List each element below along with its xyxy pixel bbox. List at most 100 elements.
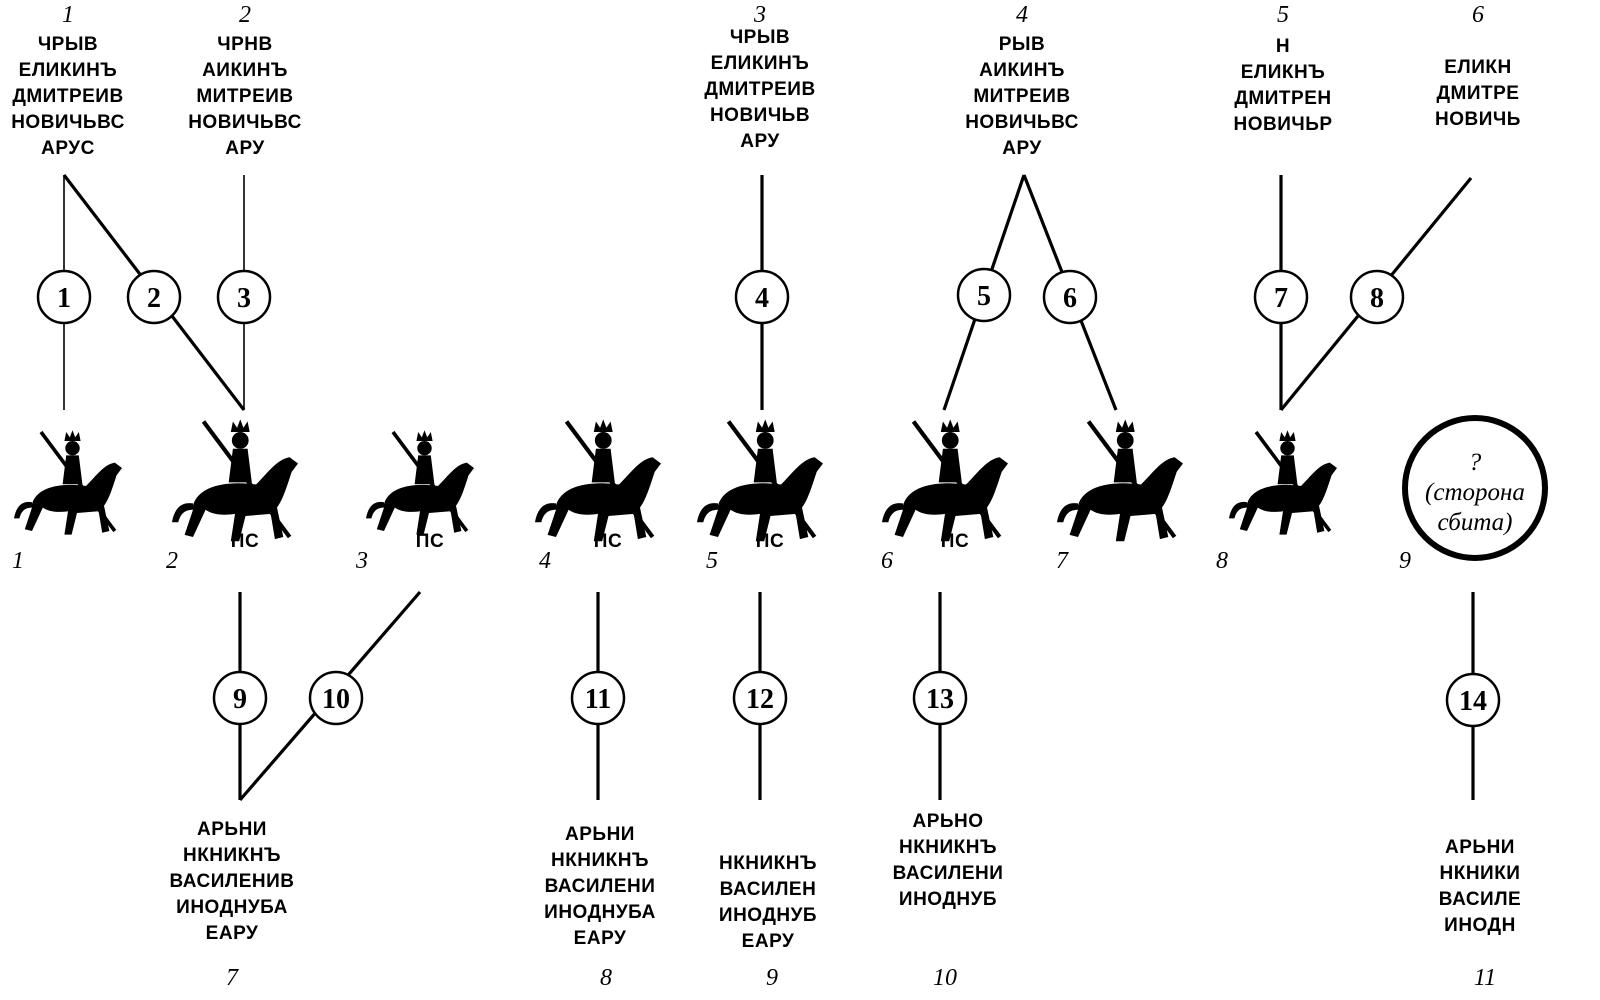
seal-legend-line: ВАСИЛЕ	[1439, 889, 1521, 910]
seal-legend-line: ВАСИЛЕН	[720, 879, 817, 900]
seal-legend-line: МИТРЕИВ	[973, 86, 1070, 107]
link-marker-circle	[570, 670, 626, 726]
horseman-image	[697, 419, 823, 541]
link-marker-number: 10	[322, 684, 350, 715]
horseman-image	[535, 419, 661, 541]
seal-legend-line: НОВИЧЬВС	[188, 112, 302, 133]
seal-legend-line: ЕЛИКНЪ	[1241, 62, 1326, 83]
link-marker-circle	[1445, 672, 1501, 728]
horseman-image	[364, 428, 476, 537]
seal-legend-line: АРЬНИ	[1445, 837, 1515, 858]
horseman-seal: 1	[12, 428, 124, 574]
link-marker-circle	[308, 670, 364, 726]
seal-legend-line: ИНОДНУБА	[176, 897, 288, 918]
missing-side-note: (сторона	[1425, 479, 1525, 506]
seal-legend-line: АРЬНИ	[197, 819, 267, 840]
link-marker: 6	[1042, 269, 1098, 325]
seal-legend-line: ИНОДНУБ	[899, 889, 997, 910]
seal-legend-line: ЕЛИКИНЪ	[19, 60, 118, 81]
link-marker-number: 3	[237, 283, 251, 314]
horseman-image	[882, 419, 1008, 541]
link-marker-circle	[216, 269, 272, 325]
obverse-seal-number: 1	[62, 2, 74, 28]
horseman-seal-number: 5	[706, 548, 718, 574]
seal-legend-line: ИНОДНУБ	[719, 905, 817, 926]
link-marker-circle	[1042, 269, 1098, 325]
reverse-seal-number: 11	[1474, 965, 1496, 991]
seal-legend-line: ВАСИЛЕНИ	[893, 863, 1004, 884]
seal-inscription: ПС	[756, 531, 784, 552]
seal-legend-line: ДМИТРЕН	[1234, 88, 1331, 109]
reverse-seal-number: 7	[226, 965, 239, 991]
horseman-seal-number: 3	[355, 548, 368, 574]
link-marker: 13	[912, 670, 968, 726]
link-marker-number: 12	[746, 684, 774, 715]
obverse-seal-number: 2	[239, 2, 251, 28]
seal-legend-line: АРУ	[1002, 138, 1041, 159]
seal-legend-line: ДМИТРЕИВ	[12, 86, 123, 107]
obverse-seal-number: 4	[1016, 2, 1028, 28]
horseman-seal: ПС 5	[697, 419, 823, 574]
seal-legend-line: Н	[1276, 36, 1290, 57]
horseman-image	[172, 419, 298, 541]
horseman-seal: 7	[1056, 419, 1183, 574]
seal-legend-line: ВАСИЛЕНИ	[545, 876, 656, 897]
seal-legend-line: ИНОДН	[1444, 915, 1516, 936]
link-marker: 8	[1349, 269, 1405, 325]
horseman-seal-number: 2	[166, 548, 178, 574]
seal-legend-line: ЕЛИКИНЪ	[711, 53, 810, 74]
link-marker-circle	[1253, 269, 1309, 325]
horseman-image	[1057, 419, 1183, 541]
horseman-image	[1227, 428, 1339, 537]
link-marker: 14	[1445, 672, 1501, 728]
link-marker-circle	[912, 670, 968, 726]
horseman-seal: ПС4	[535, 419, 661, 574]
link-marker: 7	[1253, 269, 1309, 325]
horseman-seal-number: 1	[12, 548, 24, 574]
link-marker-number: 1	[57, 283, 71, 314]
reverse-seal-number: 8	[600, 965, 612, 991]
link-marker-circle	[734, 269, 790, 325]
reverse-seals-row: АРЬНИ НКНИКНЪ ВАСИЛЕНИВ ИНОДНУБА ЕАРУ 7 АРЬНИ Н…	[169, 811, 1521, 991]
seal-inscription: ПС	[231, 531, 259, 552]
seal-legend-line: АРУ	[225, 138, 264, 159]
seal-legend-line: ЕАРУ	[574, 928, 627, 949]
link-marker-number: 11	[585, 684, 611, 715]
seal-inscription: ПС	[941, 531, 969, 552]
obverse-seal-number: 6	[1472, 2, 1484, 28]
seal-legend-line: НКНИКНЪ	[719, 853, 817, 874]
seal-legend-line: ИНОДНУБА	[544, 902, 656, 923]
horseman-seal-number: 6	[881, 548, 893, 574]
link-marker-circle	[732, 670, 788, 726]
seal-legend-line: ДМИТРЕИВ	[704, 79, 815, 100]
seal-legend-line: НОВИЧЬВС	[965, 112, 1079, 133]
horseman-seal-number: 4	[539, 548, 551, 574]
seal-legend-line: ЧРЫВ	[730, 27, 790, 48]
seal-legend-line: НКНИКНЪ	[183, 845, 281, 866]
link-marker-number: 6	[1063, 283, 1077, 314]
horseman-seal-number: 8	[1216, 548, 1228, 574]
seal-legend-line: ВАСИЛЕНИВ	[169, 871, 294, 892]
link-marker: 12	[732, 670, 788, 726]
seal-legend-line: НОВИЧЬВ	[710, 105, 810, 126]
seal-legend-line: ЕЛИКН	[1444, 57, 1511, 78]
seal-legend-line: ЧРНВ	[217, 34, 272, 55]
reverse-seal-number: 9	[766, 965, 778, 991]
seal-legend-line: АИКИНЪ	[202, 60, 288, 81]
seal-legend-line: НКНИКНЪ	[551, 850, 649, 871]
link-marker-number: 2	[147, 283, 161, 314]
seal-legend-line: НОВИЧЬ	[1435, 109, 1521, 130]
seal-legend-line: МИТРЕИВ	[196, 86, 293, 107]
link-marker-circle	[1349, 269, 1405, 325]
link-marker: 5	[956, 267, 1012, 323]
